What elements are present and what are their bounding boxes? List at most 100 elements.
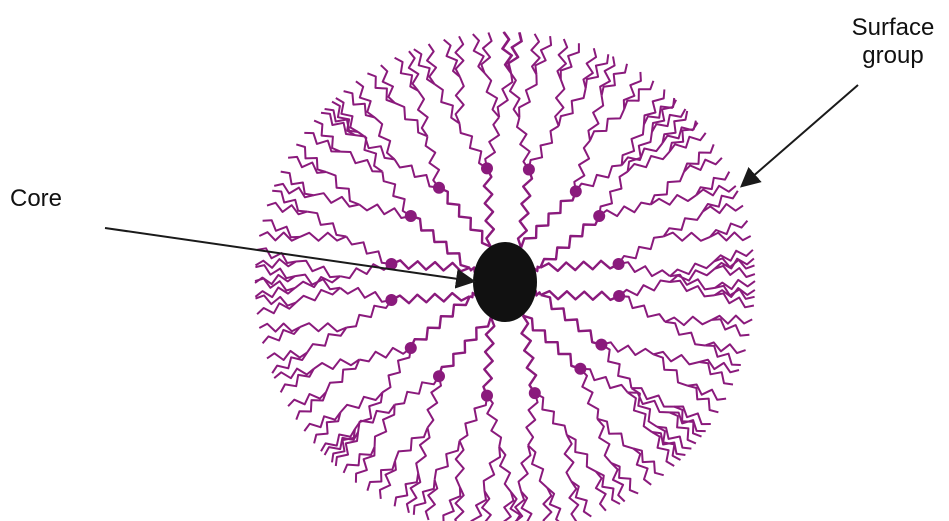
branch-segment bbox=[665, 317, 712, 325]
branch-segment bbox=[624, 81, 653, 109]
branch-segment bbox=[418, 91, 428, 137]
branch-segment bbox=[651, 172, 684, 205]
branch-segment bbox=[705, 342, 745, 353]
branch-segment bbox=[395, 103, 428, 136]
branch-node bbox=[481, 390, 493, 402]
branch-segment bbox=[391, 293, 469, 303]
branch-segment bbox=[653, 352, 699, 365]
branch-segment bbox=[541, 291, 619, 300]
branch-segment bbox=[541, 295, 602, 345]
branch-segment bbox=[296, 288, 340, 303]
branch-segment bbox=[395, 473, 419, 506]
branch-segment bbox=[664, 233, 711, 241]
surface-group-label-line1: Surface bbox=[838, 14, 948, 42]
branch-segment bbox=[664, 212, 703, 237]
branch-segment bbox=[619, 237, 664, 265]
branch-segment bbox=[699, 362, 733, 385]
branch-segment bbox=[340, 392, 382, 412]
branch-segment bbox=[628, 152, 670, 172]
branch-segment bbox=[391, 260, 469, 271]
branch-segment bbox=[375, 117, 395, 159]
branch-node bbox=[574, 363, 586, 375]
branch-segment bbox=[599, 172, 627, 216]
branch-segment bbox=[326, 172, 359, 205]
branch-segment bbox=[619, 281, 670, 297]
branch-segment bbox=[256, 295, 297, 305]
branch-segment bbox=[576, 165, 622, 191]
branch-segment bbox=[382, 348, 410, 392]
branch-segment bbox=[485, 73, 500, 117]
branch-segment bbox=[455, 36, 463, 77]
branch-segment bbox=[688, 386, 719, 413]
branch-segment bbox=[381, 65, 395, 103]
branch-segment bbox=[580, 369, 598, 419]
branch-segment bbox=[710, 232, 751, 240]
core-arrow bbox=[105, 228, 472, 281]
branch-segment bbox=[295, 276, 340, 288]
branch-segment bbox=[411, 216, 470, 268]
branch-node bbox=[433, 370, 445, 382]
branch-segment bbox=[653, 354, 687, 385]
branch-node bbox=[613, 290, 625, 302]
branch-segment bbox=[557, 39, 567, 80]
branch-segment bbox=[588, 96, 603, 141]
branch-segment bbox=[484, 168, 494, 246]
branch-segment bbox=[715, 288, 755, 297]
branch-node bbox=[405, 210, 417, 222]
branch-segment bbox=[314, 121, 340, 152]
branch-segment bbox=[395, 428, 428, 461]
branch-segment bbox=[498, 72, 513, 117]
branch-node bbox=[595, 339, 607, 351]
branch-segment bbox=[602, 64, 627, 96]
branch-segment bbox=[526, 393, 537, 445]
core-label: Core bbox=[10, 185, 62, 213]
branch-segment bbox=[435, 84, 460, 123]
branch-segment bbox=[416, 428, 429, 474]
branch-segment bbox=[395, 159, 439, 187]
branch-segment bbox=[485, 117, 499, 168]
branch-node bbox=[529, 387, 541, 399]
branch-segment bbox=[326, 360, 359, 393]
branch-segment bbox=[583, 48, 596, 88]
branch-segment bbox=[569, 481, 578, 521]
branch-segment bbox=[519, 74, 537, 117]
branch-segment bbox=[499, 447, 511, 492]
branch-segment bbox=[703, 204, 743, 213]
branch-segment bbox=[487, 396, 501, 447]
branch-segment bbox=[521, 191, 576, 247]
branch-node bbox=[570, 185, 582, 197]
branch-segment bbox=[517, 118, 530, 170]
branch-segment bbox=[460, 396, 488, 441]
branch-node bbox=[481, 162, 493, 174]
branch-segment bbox=[522, 316, 537, 394]
branch-segment bbox=[439, 188, 491, 247]
branch-segment bbox=[300, 233, 347, 241]
branch-segment bbox=[346, 300, 391, 328]
branch-segment bbox=[483, 317, 494, 395]
branch-segment bbox=[426, 480, 438, 520]
branch-segment bbox=[382, 172, 410, 216]
branch-segment bbox=[597, 419, 633, 449]
branch-segment bbox=[267, 203, 307, 215]
branch-segment bbox=[519, 445, 531, 491]
branch-segment bbox=[395, 376, 439, 404]
branch-segment bbox=[481, 33, 491, 74]
branch-segment bbox=[367, 461, 395, 491]
surface-group-label-line2: group bbox=[838, 42, 948, 70]
branch-segment bbox=[267, 351, 307, 360]
surface-group-arrow bbox=[743, 85, 858, 185]
branch-segment bbox=[460, 123, 488, 168]
branch-segment bbox=[482, 491, 491, 521]
branch-segment bbox=[535, 393, 567, 435]
branch-segment bbox=[699, 360, 739, 373]
branch-segment bbox=[411, 296, 470, 348]
branch-segment bbox=[665, 322, 705, 346]
branch-segment bbox=[281, 172, 314, 196]
branch-segment bbox=[565, 435, 574, 481]
branch-segment bbox=[619, 262, 670, 276]
branch-segment bbox=[344, 447, 375, 473]
branch-segment bbox=[340, 288, 391, 302]
branch-segment bbox=[288, 392, 326, 406]
branch-segment bbox=[314, 193, 360, 206]
